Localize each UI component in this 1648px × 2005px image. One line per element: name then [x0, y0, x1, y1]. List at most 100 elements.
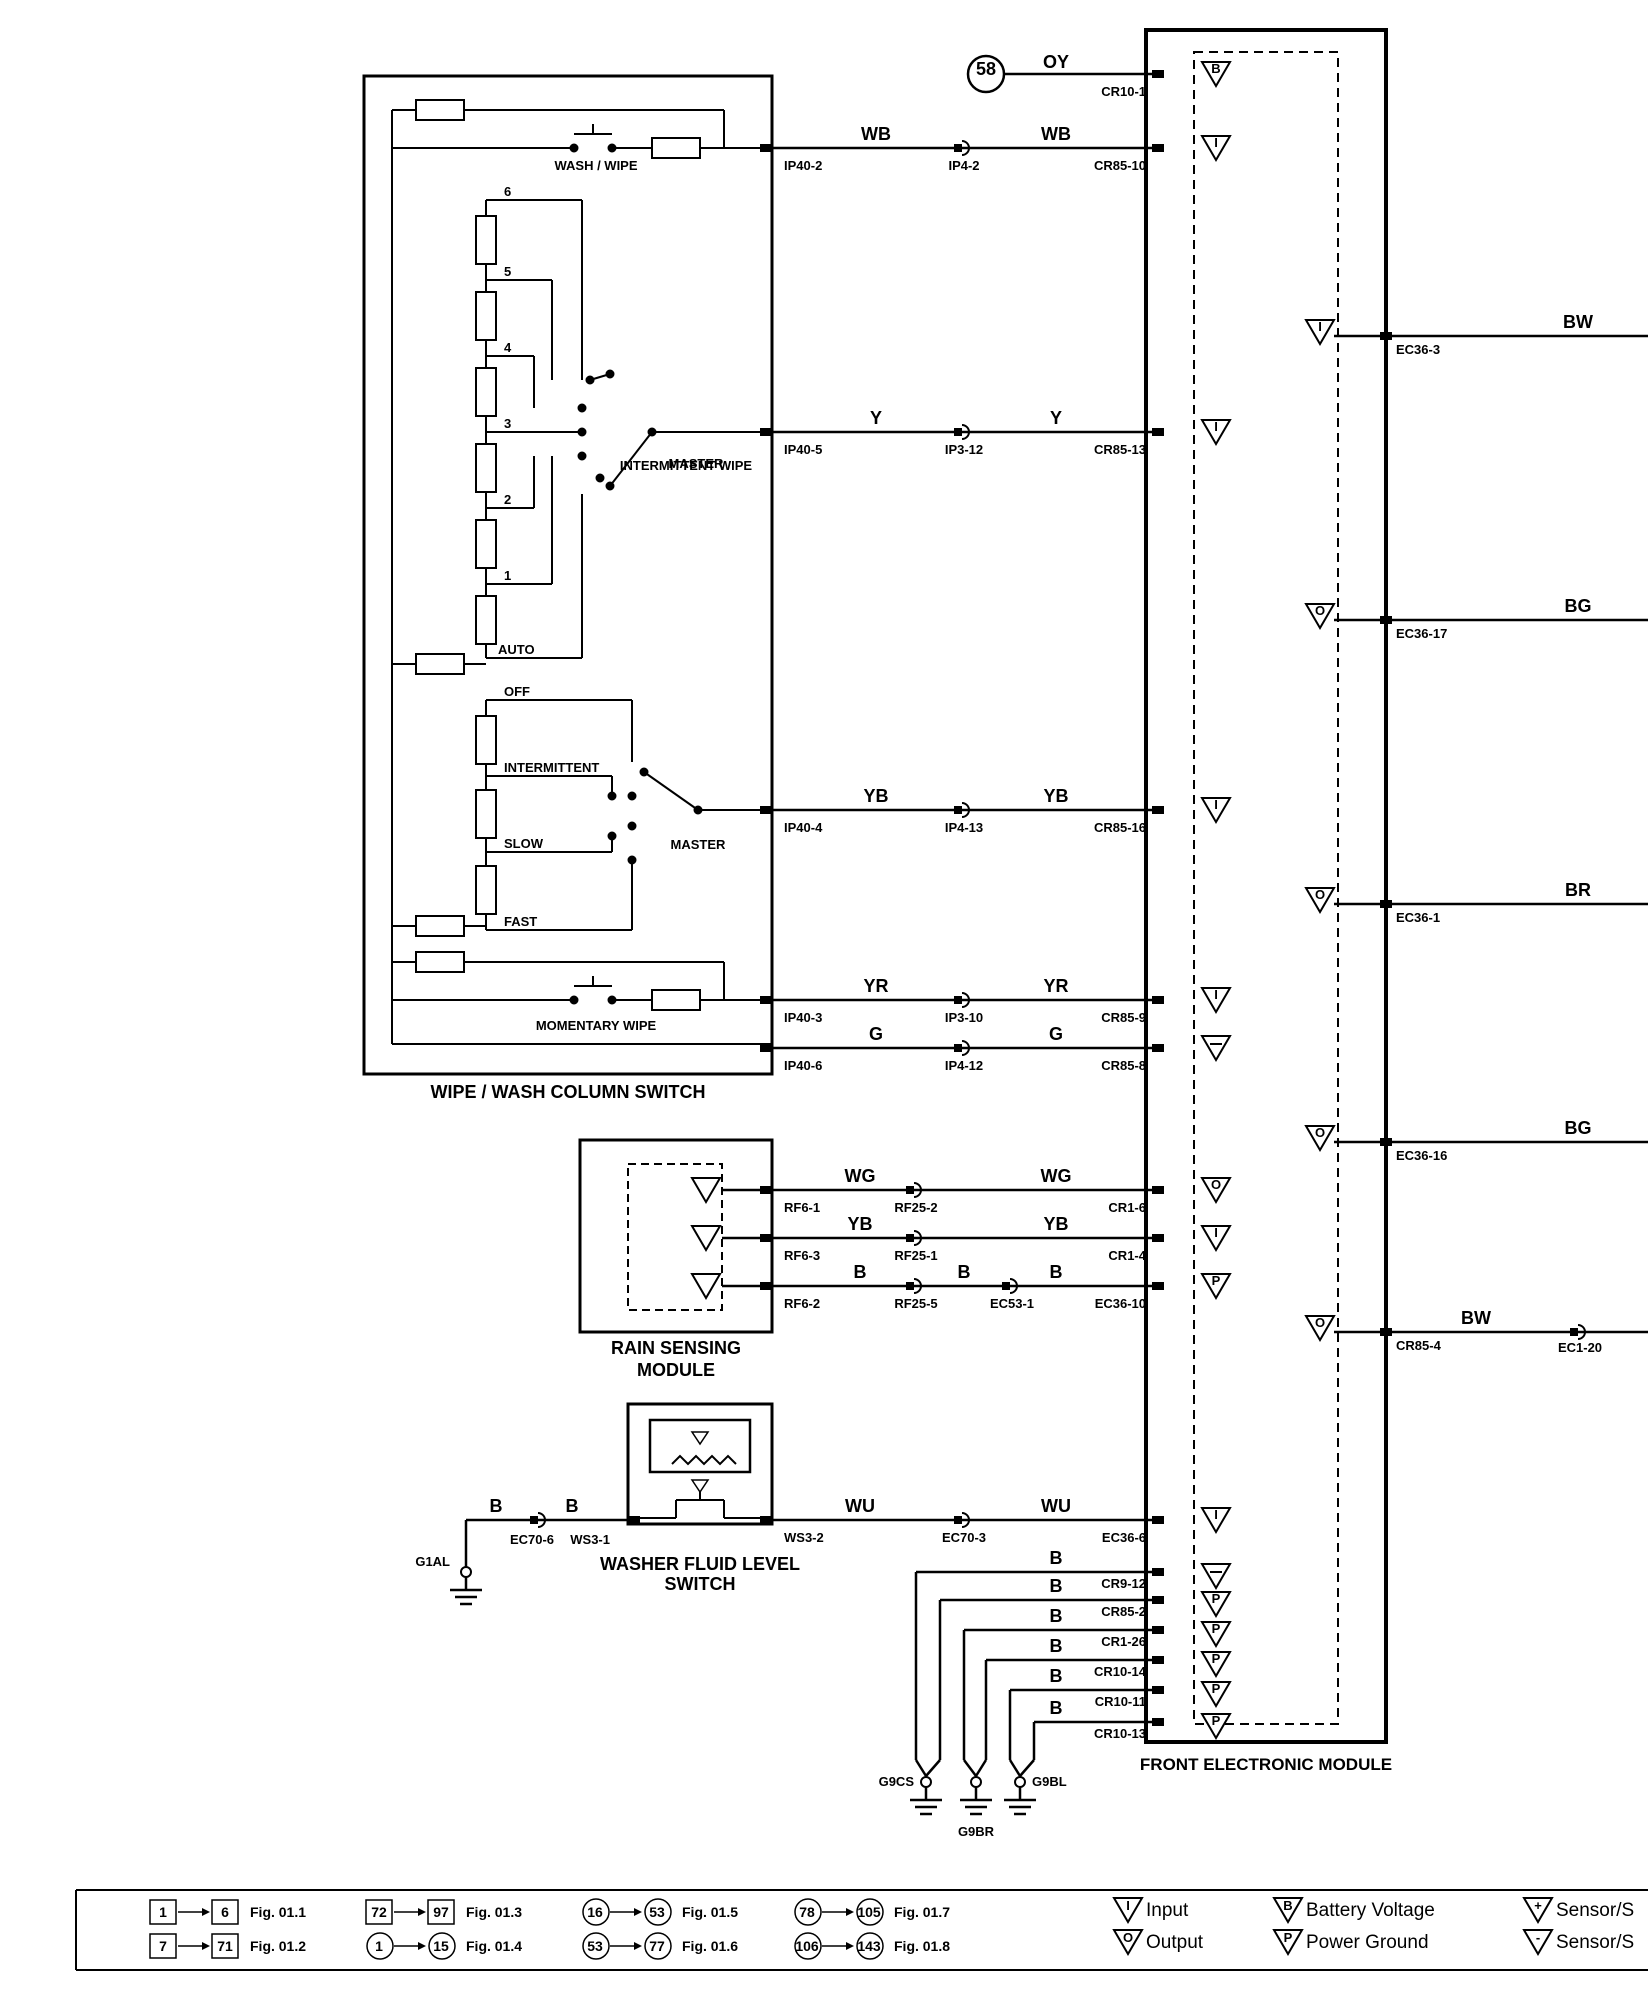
connector-pin [1152, 1282, 1164, 1290]
connector-pin [760, 1044, 772, 1052]
triangle-icon [1200, 1713, 1232, 1740]
ground-label: G9BL [1032, 1774, 1067, 1789]
connector-socket [961, 1512, 970, 1528]
switch-position-label: 6 [504, 184, 511, 199]
triangle-icon [1200, 1563, 1232, 1590]
signal-type-symbol: O [1304, 603, 1336, 630]
wire-color: YR [1043, 976, 1068, 996]
connector-pin [1152, 144, 1164, 152]
connector-pin [628, 1516, 640, 1524]
signal-type-symbol: P [1200, 1713, 1232, 1740]
connector-pin [1380, 1138, 1392, 1146]
connector-pin [760, 1516, 772, 1524]
arrow-icon [418, 1942, 426, 1950]
wire-color: WG [845, 1166, 876, 1186]
pin-label: RF6-2 [784, 1296, 820, 1311]
signal-letter-icon: P [1284, 1930, 1293, 1945]
inline-pin-label: RF25-5 [894, 1296, 937, 1311]
ground-terminal [970, 1776, 982, 1788]
wire [925, 1759, 941, 1777]
signal-type-symbol [1200, 1035, 1232, 1062]
triangle-icon [1112, 1897, 1144, 1924]
switch-position-label: AUTO [498, 642, 535, 657]
pin-label: RF6-1 [784, 1200, 820, 1215]
ground-label: G9BR [958, 1824, 995, 1839]
wire-color: B [1050, 1666, 1063, 1686]
signal-type-letter: I [1214, 419, 1218, 434]
signal-type-letter: O [1315, 887, 1325, 902]
signal-type-letter: P [1212, 1591, 1221, 1606]
inline-pin-label: EC70-3 [942, 1530, 986, 1545]
connector-pin [530, 1516, 538, 1524]
ref-circle [856, 1898, 884, 1926]
pin-label: CR9-12 [1101, 1576, 1146, 1591]
switch-position-label: FAST [504, 914, 537, 929]
wire-color: Y [1050, 408, 1062, 428]
inline-pin-label: IP4-13 [945, 820, 983, 835]
connector-socket [913, 1230, 922, 1246]
connector-socket [1009, 1278, 1018, 1294]
signal-type-symbol: I [1200, 1507, 1232, 1534]
signal-type-letter: I [1214, 135, 1218, 150]
ground-layer: CR9-12BCR85-2BPCR1-26BPCR10-14BPCR10-11B… [879, 1548, 1232, 1839]
ref-start: 16 [587, 1904, 603, 1920]
signal-type-symbol: B [1200, 61, 1232, 88]
connector-pin [1380, 332, 1392, 340]
triangle-icon [1200, 1225, 1232, 1252]
signal-type-letter: I [1214, 797, 1218, 812]
triangle-icon [1200, 797, 1232, 824]
ref-figure: Fig. 01.8 [894, 1938, 950, 1954]
connector-pin [954, 428, 962, 436]
connector-pin [1152, 996, 1164, 1004]
ref-end: 143 [857, 1938, 881, 1954]
wire-color: B [1050, 1262, 1063, 1282]
signal-letter-icon: - [1536, 1930, 1540, 1945]
triangle-icon [690, 1177, 722, 1204]
triangle-icon [690, 1225, 722, 1252]
ref-start: 1 [375, 1938, 383, 1954]
pin-label: IP40-3 [784, 1010, 822, 1025]
momentary-wipe-label: MOMENTARY WIPE [536, 1018, 657, 1033]
signal-type-letter: I [1214, 1507, 1218, 1522]
triangle-icon [1200, 987, 1232, 1014]
signal-type-letter: P [1212, 1713, 1221, 1728]
ref-end: 6 [221, 1904, 229, 1920]
ref-figure: Fig. 01.1 [250, 1904, 306, 1920]
pin-label: CR85-4 [1396, 1338, 1442, 1353]
ref-figure: Fig. 01.2 [250, 1938, 306, 1954]
connector-pin [1152, 1568, 1164, 1576]
signal-type-letter: O [1315, 1315, 1325, 1330]
signal-type-symbol: P [1200, 1651, 1232, 1678]
pin-label: EC36-17 [1396, 626, 1447, 641]
intermittent-wipe-label: INTERMITTENT WIPE [620, 458, 752, 473]
wire-color: YB [1043, 786, 1068, 806]
inline-pin-label: IP4-12 [945, 1058, 983, 1073]
connector-pin [1152, 1044, 1164, 1052]
pin-label: IP40-6 [784, 1058, 822, 1073]
arrow-icon [634, 1908, 642, 1916]
pin-label: IP40-5 [784, 442, 822, 457]
rain-module-label: RAIN SENSING [611, 1338, 741, 1358]
legend-text: Output [1146, 1932, 1204, 1953]
switch-position-label: SLOW [504, 836, 544, 851]
master-label: MASTER [669, 456, 725, 471]
ref-start: 1 [159, 1904, 167, 1920]
ref-start: 53 [587, 1938, 603, 1954]
pin-label: EC36-3 [1396, 342, 1440, 357]
triangle-icon [1272, 1897, 1304, 1924]
